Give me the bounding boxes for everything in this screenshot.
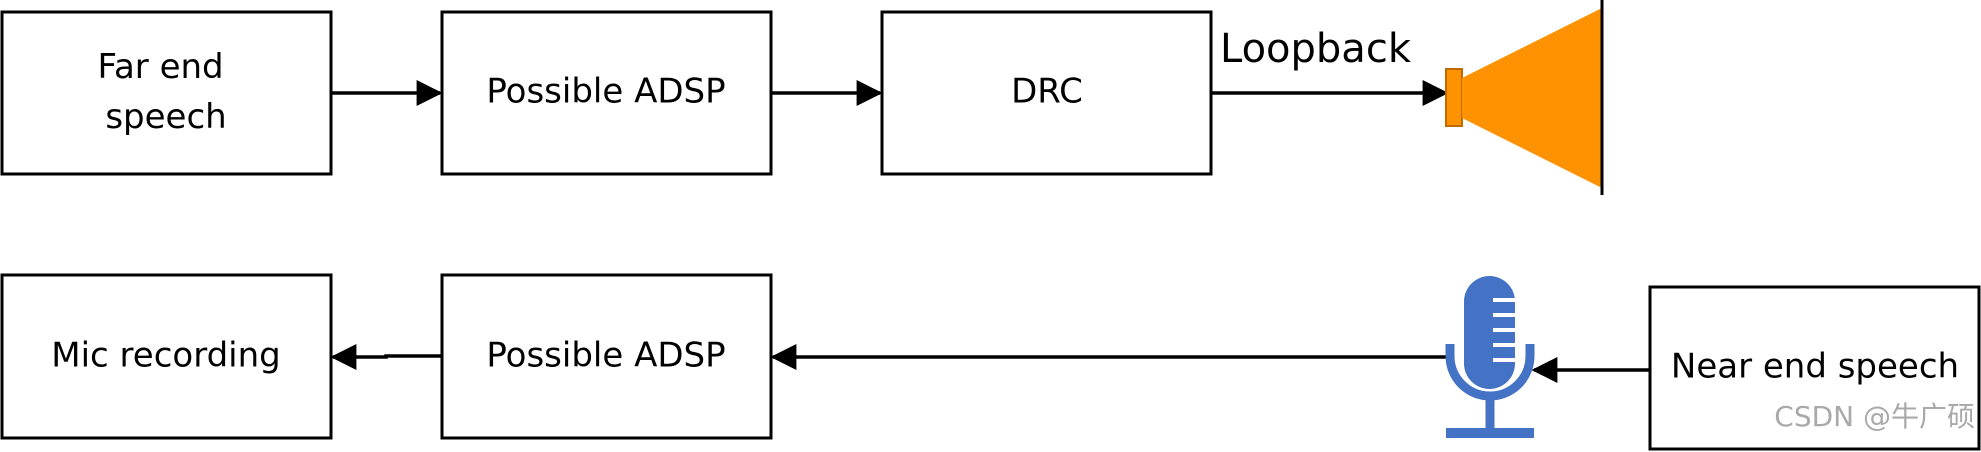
possible-adsp-bottom-label: Possible ADSP [486, 336, 725, 376]
watermark-text: CSDN @牛广硕 [1774, 400, 1975, 433]
speaker-icon [1445, 0, 1604, 195]
loopback-label: Loopback [1220, 26, 1412, 72]
mic-recording-label: Mic recording [51, 336, 280, 376]
drc-box: DRC [880, 10, 1213, 176]
drc-label: DRC [1011, 72, 1083, 112]
possible-adsp-bottom-box: Possible ADSP [440, 273, 773, 440]
possible-adsp-top-label: Possible ADSP [486, 72, 725, 112]
far-end-speech-label: Far end speech [98, 47, 235, 137]
near-end-speech-box: Near end speech [1648, 285, 1981, 451]
near-end-speech-label: Near end speech [1671, 347, 1959, 387]
mic-recording-box: Mic recording [0, 273, 333, 440]
arrow-adsp-to-mic-recording [330, 344, 442, 370]
possible-adsp-top-box: Possible ADSP [440, 10, 773, 176]
microphone-icon [1445, 276, 1535, 438]
far-end-speech-box: Far end speech [0, 10, 333, 176]
